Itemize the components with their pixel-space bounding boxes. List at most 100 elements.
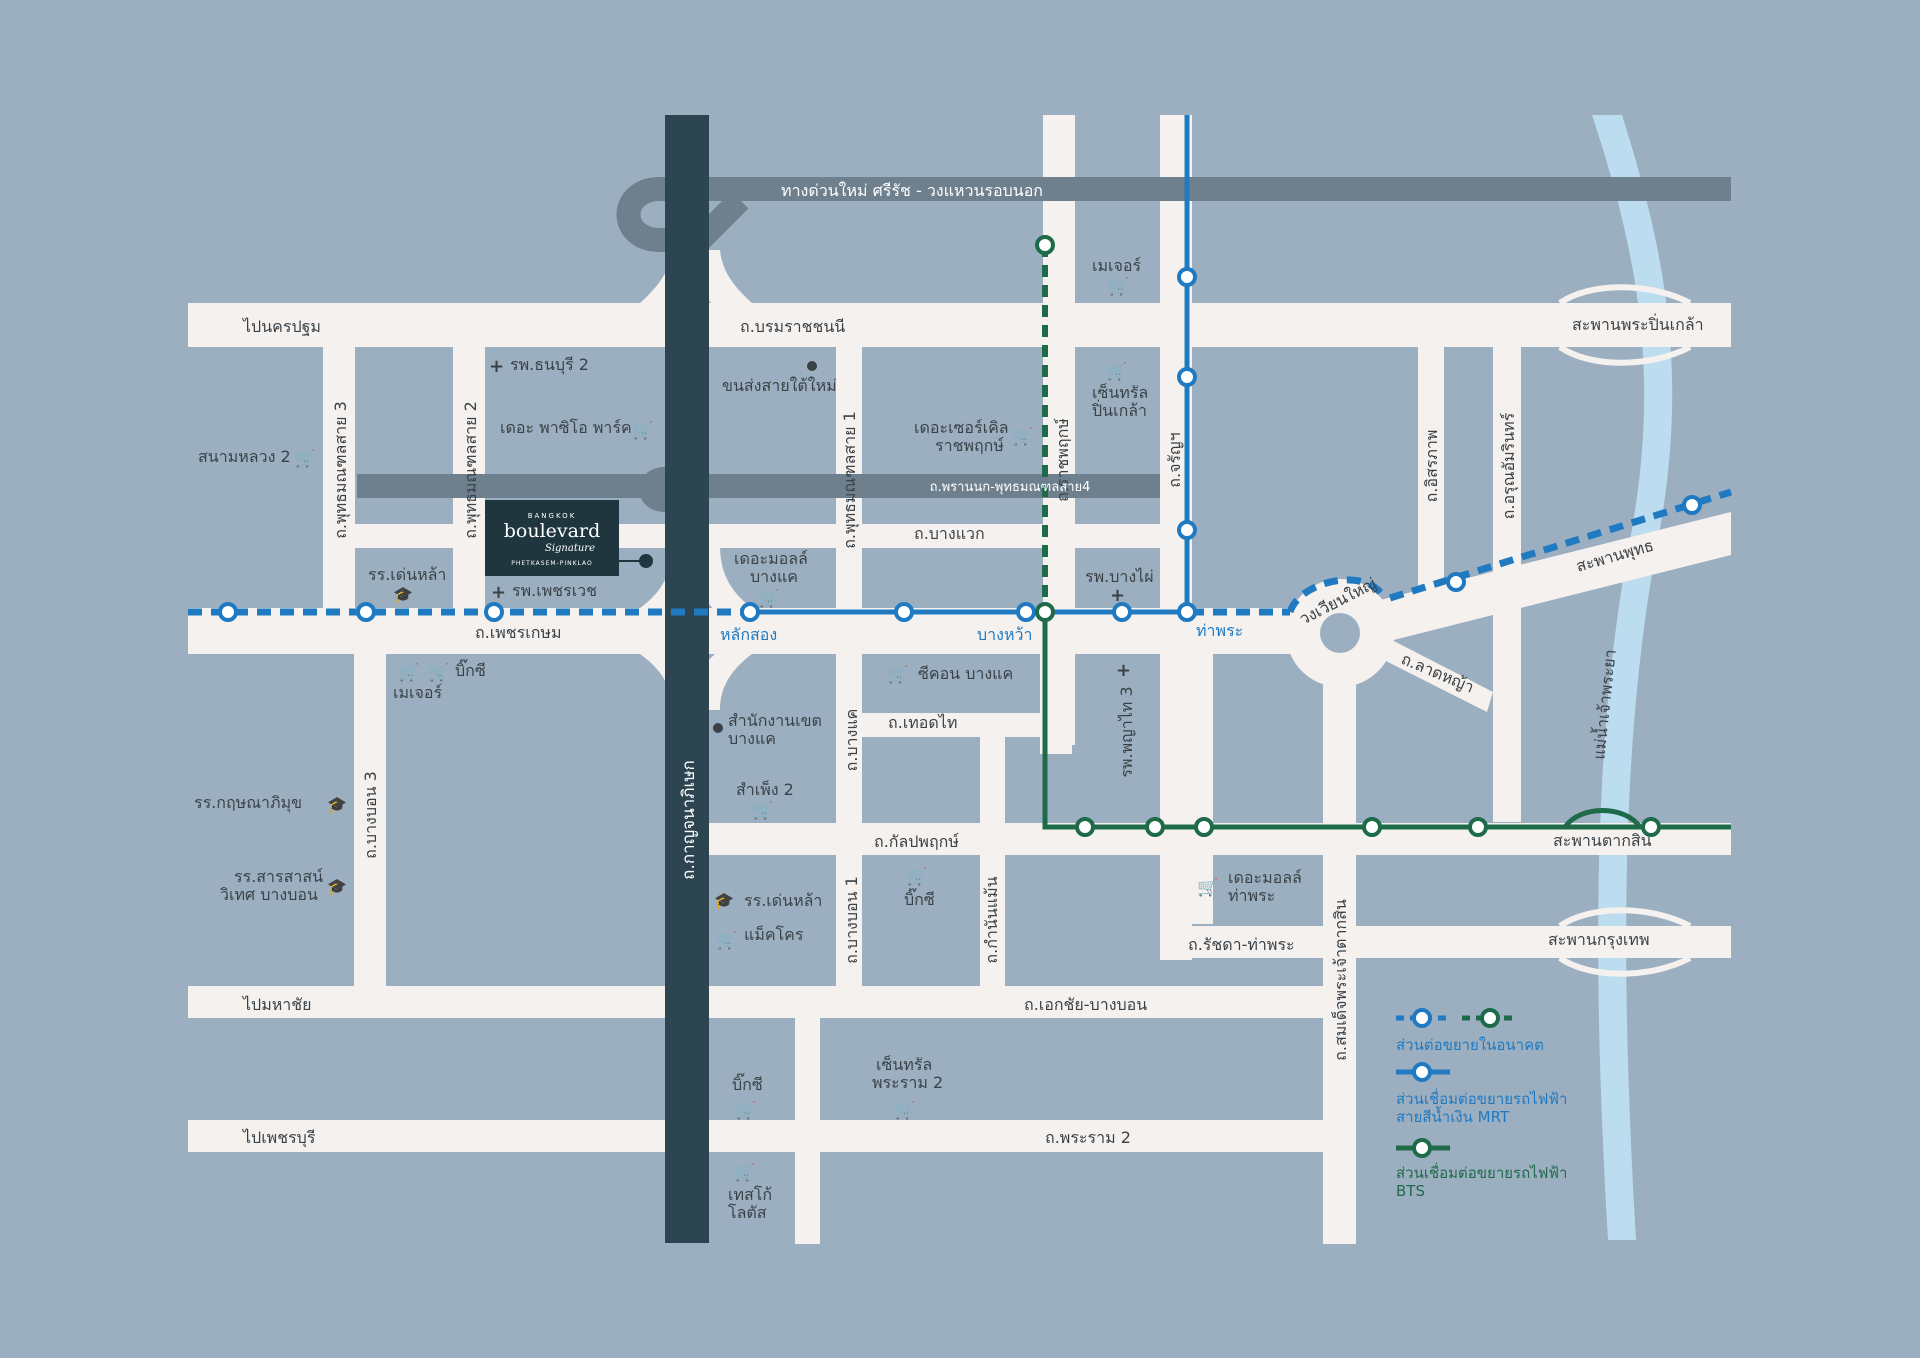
mrt-station-bang-wa (1016, 602, 1036, 622)
svg-text:รร.กฤษณาภิมุข: รร.กฤษณาภิมุข (194, 793, 302, 813)
mrt-station (1112, 602, 1132, 622)
station-labels: หลักสอง บางหว้า ท่าพระ (720, 621, 1243, 644)
svg-text:ถ.พุทธมณฑลสาย 3: ถ.พุทธมณฑลสาย 3 (331, 401, 351, 539)
mrt-stations (218, 267, 1702, 622)
svg-text:ท่าพระ: ท่าพระ (1228, 886, 1275, 905)
mrt-station (1177, 267, 1197, 287)
svg-text:รพ.พญาไท 3: รพ.พญาไท 3 (1117, 686, 1136, 777)
svg-text:สำนักงานเขต: สำนักงานเขต (728, 711, 822, 730)
svg-text:เมเจอร์: เมเจอร์ (1092, 256, 1141, 275)
svg-text:boulevard: boulevard (504, 520, 600, 542)
district-office-dot (713, 723, 723, 733)
svg-text:ถ.พระราม 2: ถ.พระราม 2 (1045, 1128, 1131, 1147)
bts-station-bang-wa (1035, 602, 1055, 622)
svg-text:บิ๊กซี: บิ๊กซี (732, 1073, 763, 1094)
svg-text:🛒: 🛒 (887, 664, 908, 685)
svg-text:บางแค: บางแค (728, 729, 776, 748)
svg-text:BTS: BTS (1396, 1182, 1425, 1200)
svg-text:🛒: 🛒 (632, 420, 653, 441)
mrt-station-tha-phra (1177, 602, 1197, 622)
svg-text:บางแค: บางแค (750, 567, 798, 586)
project-logo: BANGKOK boulevard Signature PHETKASEM-PI… (485, 500, 653, 576)
svg-text:🎓: 🎓 (393, 585, 413, 604)
mrt-station (1446, 572, 1466, 592)
svg-text:ส่วนต่อขยายในอนาคต: ส่วนต่อขยายในอนาคต (1396, 1036, 1544, 1054)
svg-text:ซีคอน บางแค: ซีคอน บางแค (918, 664, 1013, 683)
svg-text:ถ.บางแวก: ถ.บางแวก (914, 524, 985, 543)
map-markers (713, 361, 817, 733)
bts-station (1468, 817, 1488, 837)
svg-text:ถ.พรานนก-พุทธมณฑลสาย4: ถ.พรานนก-พุทธมณฑลสาย4 (930, 480, 1091, 495)
svg-text:ถ.บางบอน 1: ถ.บางบอน 1 (842, 876, 861, 964)
svg-text:เมเจอร์: เมเจอร์ (393, 683, 442, 702)
svg-text:บางหว้า: บางหว้า (977, 625, 1032, 644)
svg-text:+: + (491, 582, 506, 603)
mrt-station (1682, 495, 1702, 515)
svg-text:รร.สารสาสน์: รร.สารสาสน์ (234, 867, 323, 886)
svg-text:ถ.อรุณอัมรินทร์: ถ.อรุณอัมรินทร์ (1499, 412, 1519, 519)
svg-text:ถ.พุทธมณฑลสาย 2: ถ.พุทธมณฑลสาย 2 (461, 401, 481, 539)
svg-text:รพ.เพชรเวช: รพ.เพชรเวช (512, 581, 597, 600)
bus-terminal-dot (807, 361, 817, 371)
svg-text:🛒: 🛒 (906, 866, 927, 887)
svg-text:ถ.สมเด็จพระเจ้าตากสิน: ถ.สมเด็จพระเจ้าตากสิน (1330, 899, 1350, 1061)
svg-text:🎓: 🎓 (327, 795, 347, 814)
middle-expressway (357, 474, 1160, 498)
svg-text:🛒: 🛒 (1012, 426, 1033, 447)
bts-station (1035, 235, 1055, 255)
svg-text:🛒: 🛒 (398, 662, 419, 683)
svg-text:+: + (489, 356, 504, 377)
svg-text:🛒: 🛒 (428, 662, 449, 683)
bridge-arches (1558, 284, 1692, 977)
bts-station (1641, 817, 1661, 837)
svg-text:🛒: 🛒 (752, 800, 773, 821)
svg-text:สำเพ็ง 2: สำเพ็ง 2 (736, 779, 794, 799)
svg-text:🎓: 🎓 (327, 877, 347, 896)
mrt-station-lak-song (740, 602, 760, 622)
svg-text:ถ.อิสรภาพ: ถ.อิสรภาพ (1422, 430, 1441, 503)
school-icon: 🎓 🎓 🎓 🎓 (327, 585, 734, 910)
svg-text:🛒: 🛒 (1106, 361, 1127, 382)
map-legend: ส่วนต่อขยายในอนาคต ส่วนเชื่อมต่อขยายรถไฟ… (1396, 1008, 1567, 1200)
svg-text:ถ.เทอดไท: ถ.เทอดไท (888, 713, 957, 732)
svg-text:สายสีน้ำเงิน MRT: สายสีน้ำเงิน MRT (1396, 1106, 1510, 1126)
svg-text:หลักสอง: หลักสอง (720, 625, 777, 644)
bts-station (1075, 817, 1095, 837)
svg-text:ถ.จรัญฯ: ถ.จรัญฯ (1165, 432, 1184, 487)
bts-station (1194, 817, 1214, 837)
mrt-station (1177, 520, 1197, 540)
svg-text:ขนส่งสายใต้ใหม่: ขนส่งสายใต้ใหม่ (722, 376, 837, 395)
mrt-station (894, 602, 914, 622)
svg-text:BANGKOK: BANGKOK (528, 512, 577, 520)
svg-text:รร.เด่นหล้า: รร.เด่นหล้า (368, 565, 446, 584)
svg-text:PHETKASEM-PINKLAO: PHETKASEM-PINKLAO (511, 560, 592, 567)
svg-text:เดอะเซอร์เคิล: เดอะเซอร์เคิล (914, 418, 1009, 437)
svg-text:Signature: Signature (545, 543, 595, 554)
svg-text:ถ.เอกชัย-บางบอน: ถ.เอกชัย-บางบอน (1024, 995, 1147, 1014)
svg-text:ถ.เพชรเกษม: ถ.เพชรเกษม (475, 623, 562, 642)
svg-text:ไปนครปฐม: ไปนครปฐม (241, 317, 321, 336)
svg-text:เซ็นทรัล: เซ็นทรัล (1092, 382, 1148, 402)
mrt-station (218, 602, 238, 622)
svg-text:เดอะมอลล์: เดอะมอลล์ (1228, 868, 1302, 887)
bts-stations (1035, 235, 1661, 837)
svg-text:ท่าพระ: ท่าพระ (1196, 621, 1243, 640)
svg-text:บิ๊กซี: บิ๊กซี (455, 659, 486, 680)
svg-text:🎓: 🎓 (714, 891, 734, 910)
svg-text:รพ.ธนบุรี 2: รพ.ธนบุรี 2 (510, 355, 589, 375)
svg-text:ถ.บางบอน 3: ถ.บางบอน 3 (361, 771, 380, 859)
mrt-station (1177, 367, 1197, 387)
kanchanaphisek-road (665, 115, 709, 1243)
svg-text:ถ.กัลปพฤกษ์: ถ.กัลปพฤกษ์ (874, 832, 959, 851)
svg-text:ถ.กาญจนาภิเษก: ถ.กาญจนาภิเษก (679, 760, 699, 880)
bts-green-line (1042, 612, 1731, 830)
svg-text:เซ็นทรัล: เซ็นทรัล (876, 1054, 932, 1074)
svg-text:🛒: 🛒 (758, 588, 779, 609)
svg-text:ถ.ราชพฤกษ์: ถ.ราชพฤกษ์ (1053, 418, 1072, 502)
svg-text:สนามหลวง 2: สนามหลวง 2 (198, 447, 291, 466)
chao-phraya-river (1592, 115, 1673, 1240)
svg-text:ถ.บรมราชชนนี: ถ.บรมราชชนนี (740, 317, 845, 336)
svg-text:บิ๊กซี: บิ๊กซี (904, 888, 935, 909)
svg-text:ส่วนเชื่อมต่อขยายรถไฟฟ้า: ส่วนเชื่อมต่อขยายรถไฟฟ้า (1396, 1162, 1567, 1182)
svg-text:🛒: 🛒 (894, 1100, 915, 1121)
